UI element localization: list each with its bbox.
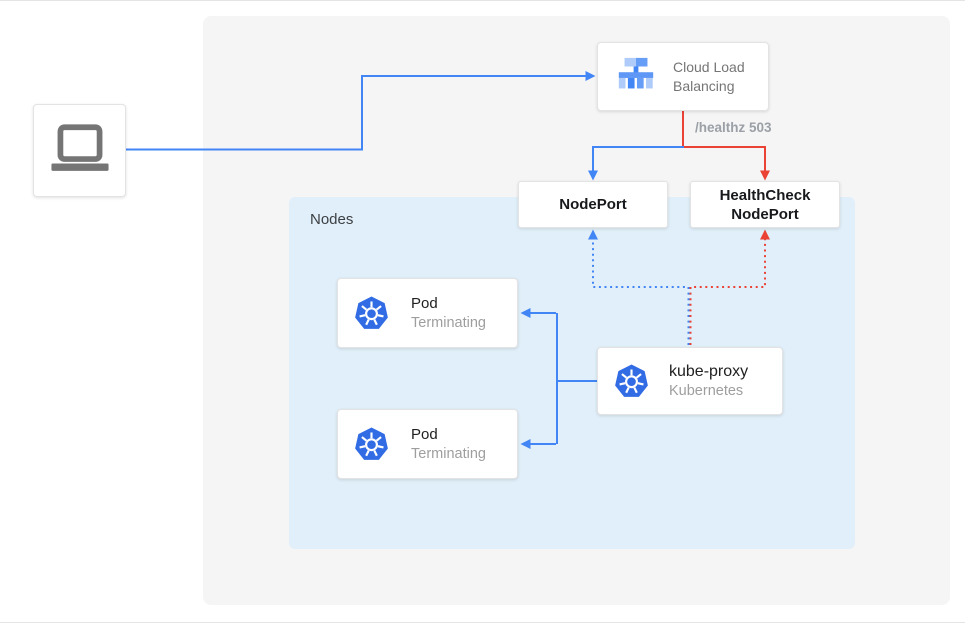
laptop-icon — [50, 124, 109, 171]
clb-label-line2: Balancing — [673, 77, 735, 94]
nodes-group-label: Nodes — [310, 211, 354, 228]
kubernetes-icon — [355, 296, 388, 329]
cloud-load-balancing-icon — [618, 57, 654, 88]
healthcheck-nodeport-label-line1: HealthCheck — [719, 186, 811, 204]
nodeport-node: NodePort — [518, 181, 668, 228]
kube-proxy-title: kube-proxy — [669, 362, 749, 380]
kube-proxy-text: kube-proxy Kubernetes — [669, 362, 748, 401]
healthcheck-nodeport-node: HealthCheck NodePort — [690, 181, 840, 228]
pod-2-status: Terminating — [411, 445, 486, 462]
cloud-load-balancing-node: Cloud Load Balancing — [597, 42, 769, 111]
kube-proxy-node: kube-proxy Kubernetes — [597, 347, 783, 415]
pod-2-text: Pod Terminating — [411, 425, 486, 464]
kube-proxy-subtitle: Kubernetes — [669, 382, 744, 399]
healthz-503-label: /healthz 503 — [695, 120, 772, 135]
pod-1-node: Pod Terminating — [337, 278, 518, 348]
client-laptop-node — [33, 104, 126, 197]
nodeport-label: NodePort — [559, 196, 627, 213]
pod-2-title: Pod — [411, 425, 438, 443]
clb-label-line1: Cloud Load — [673, 58, 745, 75]
pod-1-text: Pod Terminating — [411, 294, 486, 333]
clb-label: Cloud Load Balancing — [673, 58, 745, 96]
pod-2-node: Pod Terminating — [337, 409, 518, 479]
healthcheck-nodeport-label-line2: NodePort — [731, 205, 799, 223]
pod-1-title: Pod — [411, 294, 438, 312]
kubernetes-icon — [355, 427, 388, 460]
pod-1-status: Terminating — [411, 314, 486, 331]
kubernetes-icon — [615, 364, 648, 397]
